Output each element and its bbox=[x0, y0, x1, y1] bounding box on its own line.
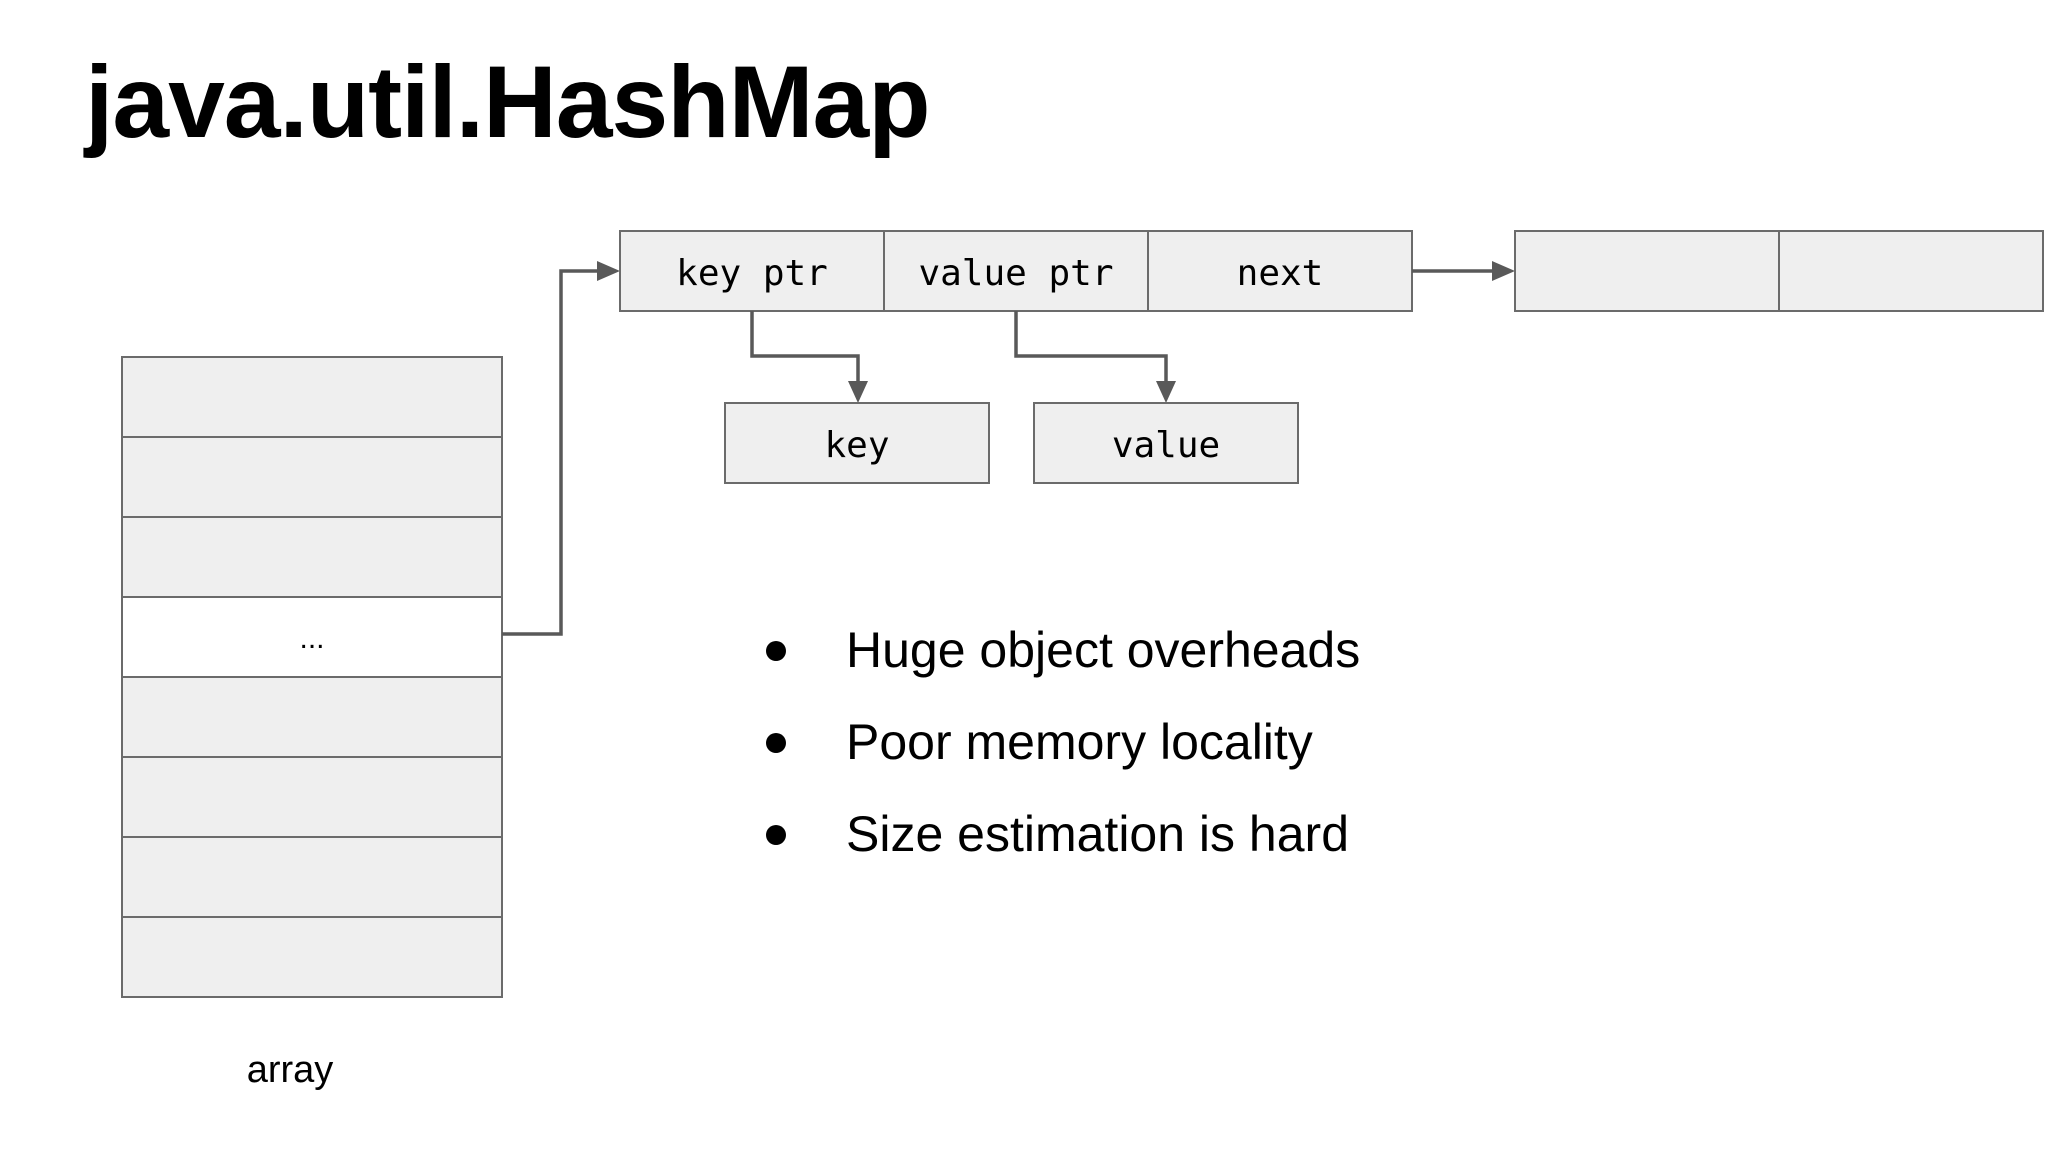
value-box bbox=[1033, 402, 1299, 484]
next-entry-node bbox=[1514, 230, 2044, 312]
arrowhead-icon bbox=[1156, 381, 1176, 403]
array-slot bbox=[121, 836, 503, 918]
array-to-entry-connector bbox=[502, 269, 604, 636]
array-ellipsis: ... bbox=[299, 622, 324, 655]
array-slot bbox=[121, 916, 503, 998]
array-slot bbox=[121, 356, 503, 438]
key-ptr-connector bbox=[750, 311, 860, 387]
arrowhead-icon bbox=[848, 381, 868, 403]
array-slot bbox=[121, 516, 503, 598]
array: ... bbox=[121, 356, 503, 998]
value-box-label: value bbox=[1112, 425, 1220, 466]
slide-title: java.util.HashMap bbox=[85, 45, 931, 159]
array-slot bbox=[121, 676, 503, 758]
bullet-icon bbox=[766, 641, 786, 661]
next-entry-cell bbox=[1778, 230, 2044, 312]
array-slot-highlighted bbox=[121, 596, 503, 678]
entry-next-cell bbox=[1147, 230, 1413, 312]
entry-value-ptr-cell bbox=[883, 230, 1149, 312]
entry-key-ptr-label: key ptr bbox=[676, 253, 828, 294]
bullet-text: Poor memory locality bbox=[846, 714, 1313, 770]
array-label: array bbox=[247, 1049, 334, 1091]
array-slot bbox=[121, 756, 503, 838]
bullet-text: Size estimation is hard bbox=[846, 806, 1350, 862]
arrowhead-icon bbox=[1492, 261, 1515, 281]
array-slot bbox=[121, 436, 503, 518]
bullet-icon bbox=[766, 825, 786, 845]
bullet-icon bbox=[766, 733, 786, 753]
entry-key-ptr-cell bbox=[619, 230, 885, 312]
arrowhead-icon bbox=[597, 261, 620, 281]
key-box-label: key bbox=[824, 425, 889, 466]
bullet-text: Huge object overheads bbox=[846, 622, 1361, 678]
entry-next-label: next bbox=[1237, 253, 1324, 294]
value-ptr-connector bbox=[1014, 311, 1168, 387]
entry-value-ptr-label: value ptr bbox=[918, 253, 1113, 294]
entry-node: key ptr value ptr next bbox=[619, 230, 1413, 312]
next-entry-cell bbox=[1514, 230, 1780, 312]
key-box bbox=[724, 402, 990, 484]
